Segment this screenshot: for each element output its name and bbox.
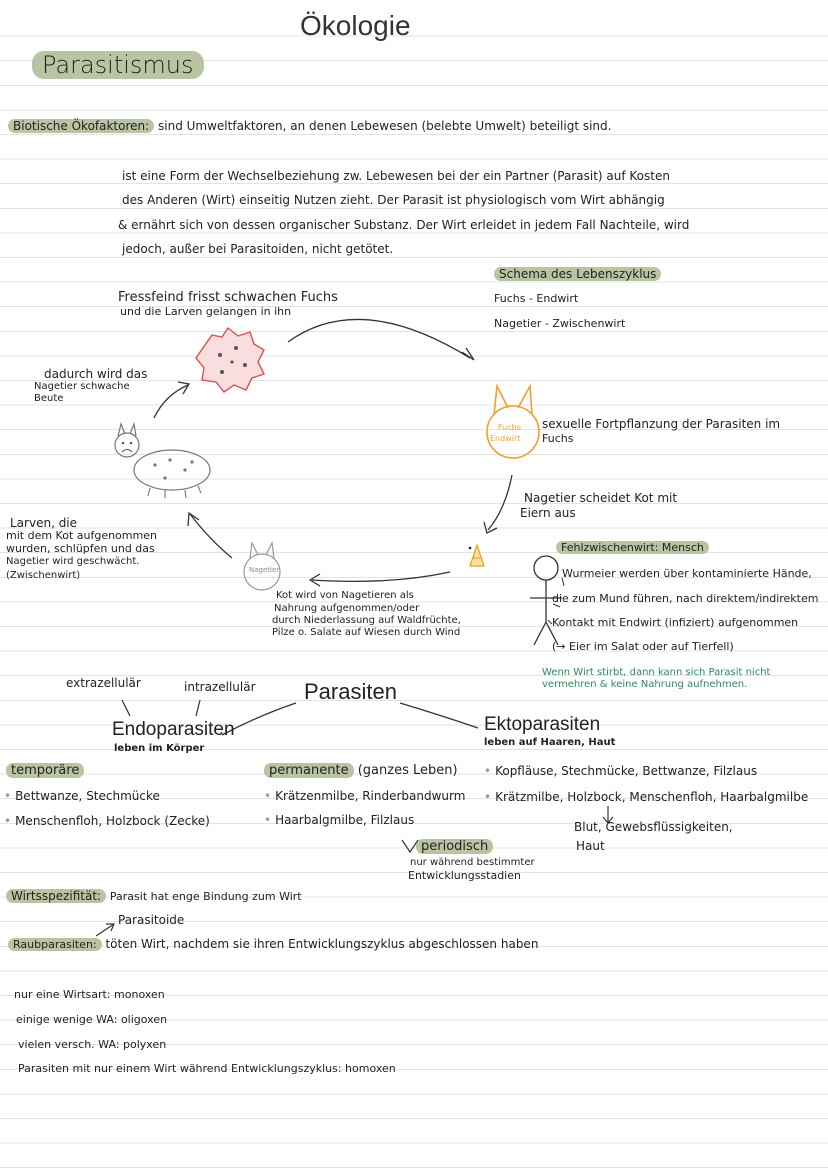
ektoparasites-title: Ektoparasiten xyxy=(484,714,600,736)
host-type: einige wenige WA: oligoxen xyxy=(16,1014,167,1027)
prey-text: Nagetier schwache xyxy=(34,381,130,393)
human-text: (→ Eier im Salat oder auf Tierfell) xyxy=(552,641,734,654)
ingest-text: Kot wird von Nagetieren als xyxy=(276,590,414,602)
weak-rodent-icon xyxy=(115,433,139,457)
schema-title: Schema des Lebenszyklus xyxy=(494,268,661,282)
fox-text: Fuchs xyxy=(542,433,573,446)
periodic-sub: nur während bestimmter xyxy=(410,857,535,869)
arrow-predator-to-fox xyxy=(288,319,470,358)
parasitoids-label: Parasitoide xyxy=(118,914,184,928)
permanent-item: Krätzenmilbe, Rinderbandwurm xyxy=(264,790,465,804)
predator-text: Fressfeind frisst schwachen Fuchs xyxy=(118,291,338,306)
raubparasites-text: töten Wirt, nachdem sie ihren Entwicklun… xyxy=(105,937,538,951)
intracellular-label: intrazellulär xyxy=(184,681,256,695)
permanent-note: (ganzes Leben) xyxy=(358,763,458,778)
arrow-prey-to-predator xyxy=(154,385,188,418)
ektoparasites-item: Krätzmilbe, Holzbock, Menschenfloh, Haar… xyxy=(484,791,808,805)
human-icon xyxy=(534,556,558,580)
predator-text: und die Larven gelangen in ihn xyxy=(120,306,291,319)
ektoparasites-sub: leben auf Haaren, Haut xyxy=(484,737,615,749)
parasites-title: Parasiten xyxy=(304,679,397,704)
larvae-text: wurden, schlüpfen und das xyxy=(6,543,155,556)
biotic-text: sind Umweltfaktoren, an denen Lebewesen … xyxy=(158,119,611,133)
specificity-text: Parasit hat enge Bindung zum Wirt xyxy=(110,890,302,903)
temporary-item: Bettwanze, Stechmücke xyxy=(4,790,160,804)
temporary-title: temporäre xyxy=(6,764,84,779)
host-type: nur eine Wirtsart: monoxen xyxy=(14,989,165,1002)
human-text: die zum Mund führen, nach direktem/indir… xyxy=(552,593,818,606)
ingest-text: Nahrung aufgenommen/oder xyxy=(274,603,419,615)
feces-text: Eiern aus xyxy=(520,507,576,521)
specificity-line: Wirtsspezifität: Parasit hat enge Bindun… xyxy=(6,890,302,904)
prey-text: dadurch wird das xyxy=(44,368,147,382)
larvae-text: (Zwischenwirt) xyxy=(6,570,80,582)
page-title: Ökologie xyxy=(300,10,411,42)
death-note: vermehren & keine Nahrung aufnehmen. xyxy=(542,679,747,691)
specificity-label: Wirtsspezifität: xyxy=(6,889,106,903)
fox-label: Fuchs xyxy=(498,423,521,432)
fox-label: Endwirt xyxy=(490,434,520,443)
human-text: Wurmeier werden über kontaminierte Hände… xyxy=(562,568,812,581)
definition-line: ist eine Form der Wechselbeziehung zw. L… xyxy=(122,170,670,184)
section-title: Parasitismus xyxy=(32,52,204,80)
line-to-ektoparasites xyxy=(400,703,478,728)
biotic-label: Biotische Ökofaktoren: xyxy=(8,119,154,133)
human-text: Kontakt mit Endwirt (infiziert) aufgenom… xyxy=(552,617,798,630)
rodent-role: Nagetier - Zwischenwirt xyxy=(494,318,625,331)
definition-line: & ernährt sich von dessen organischer Su… xyxy=(118,219,689,233)
host-type: vielen versch. WA: polyxen xyxy=(18,1039,166,1052)
ingest-text: durch Niederlassung auf Waldfrüchte, xyxy=(272,615,461,627)
ektoparasites-note: Blut, Gewebsflüssigkeiten, xyxy=(574,821,733,835)
arrow-rodent-to-larvae xyxy=(190,514,232,558)
feces-text: Nagetier scheidet Kot mit xyxy=(524,492,677,506)
larvae-text: Nagetier wird geschwächt. xyxy=(6,556,139,568)
predator-icon xyxy=(196,328,264,392)
fox-text: sexuelle Fortpflanzung der Parasiten im xyxy=(542,418,780,432)
definition-line: jedoch, außer bei Parasitoiden, nicht ge… xyxy=(122,243,393,257)
fox-role: Fuchs - Endwirt xyxy=(494,293,578,306)
arrow-egg-to-rodent xyxy=(312,572,450,581)
ektoparasites-item: Kopfläuse, Stechmücke, Bettwanze, Filzla… xyxy=(484,765,757,779)
permanent-title: permanente (ganzes Leben) xyxy=(264,764,458,779)
ingest-text: Pilze o. Salate auf Wiesen durch Wind xyxy=(272,627,460,639)
extracellular-label: extrazellulär xyxy=(66,677,141,691)
definition-line: des Anderen (Wirt) einseitig Nutzen zieh… xyxy=(122,194,665,208)
temporary-item: Menschenfloh, Holzbock (Zecke) xyxy=(4,815,210,829)
biotic-factors-line: Biotische Ökofaktoren: sind Umweltfaktor… xyxy=(8,120,611,134)
raubparasites-line: Raubparasiten: töten Wirt, nachdem sie i… xyxy=(8,938,538,952)
raubparasites-label: Raubparasiten: xyxy=(8,938,102,951)
periodic-sub: Entwicklungsstadien xyxy=(408,870,521,883)
human-title: Fehlzwischenwirt: Mensch xyxy=(556,542,709,555)
ektoparasites-note: Haut xyxy=(576,840,605,854)
death-note: Wenn Wirt stirbt, dann kann sich Parasit… xyxy=(542,667,770,679)
periodic-title: periodisch xyxy=(416,840,493,855)
endoparasites-sub: leben im Körper xyxy=(114,743,204,755)
endoparasites-title: Endoparasiten xyxy=(112,719,235,741)
arrow-fox-to-egg xyxy=(488,475,512,530)
prey-text: Beute xyxy=(34,393,63,405)
rodent-label: Nagetier xyxy=(249,566,279,574)
host-type: Parasiten mit nur einem Wirt während Ent… xyxy=(18,1063,396,1076)
permanent-item: Haarbalgmilbe, Filzlaus xyxy=(264,814,414,828)
egg-icon xyxy=(470,545,484,566)
larvae-text: mit dem Kot aufgenommen xyxy=(6,530,157,543)
